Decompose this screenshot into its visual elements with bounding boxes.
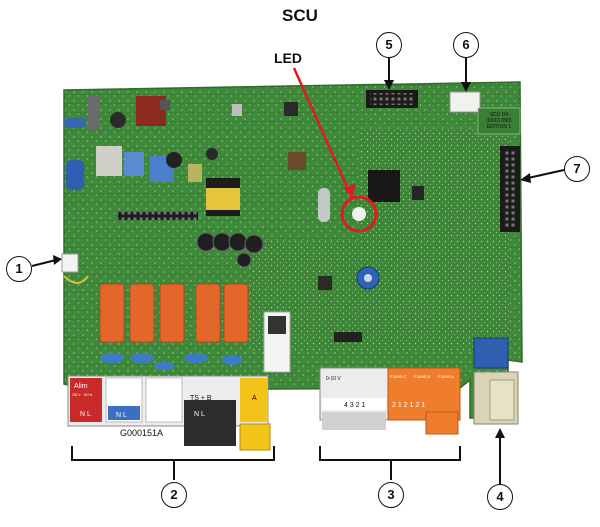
- board-tag-line-1: SCU D4: [489, 112, 509, 118]
- term-samb-digits: 2 1 2 1 2 1: [392, 402, 425, 409]
- callout-4: 4: [487, 484, 513, 510]
- arrow-7: [520, 169, 565, 183]
- board-tag-line-3: EDITION 1: [486, 124, 512, 130]
- electrolytic-cap-a: [166, 152, 182, 168]
- term-ts-b: TS + B: [190, 395, 212, 402]
- transformer-white: [96, 146, 122, 176]
- part-code: G000151A: [120, 428, 164, 438]
- terminal-strip-sensors: [319, 367, 461, 435]
- battery-holder: [318, 188, 330, 222]
- crystal-top: [232, 104, 242, 116]
- term-rail-b: N L: [116, 412, 127, 419]
- transformer-core: [206, 178, 240, 188]
- transformer-yellow: [206, 186, 240, 212]
- connector-7-pins: [503, 150, 517, 228]
- electrolytic-cap-b: [206, 148, 218, 160]
- callout-6: 6: [453, 32, 479, 58]
- ground-wire: [63, 275, 89, 284]
- board-tag-box: [477, 107, 521, 135]
- inductor-coil: [110, 112, 126, 128]
- arrow-4: [495, 428, 505, 484]
- header-strip: [118, 212, 198, 220]
- blue-capacitor-top: [64, 118, 86, 128]
- bracket-3: [319, 446, 461, 480]
- qr-code: [268, 316, 286, 334]
- terminal-strip-mains: [67, 375, 271, 451]
- led-highlight-ring: [340, 195, 378, 233]
- transformer-core-bottom: [206, 210, 240, 216]
- blue-filter: [473, 337, 509, 369]
- connector-1: [61, 253, 79, 273]
- arrow-1: [31, 255, 62, 267]
- chip-small-top: [284, 102, 298, 116]
- arrow-5: [384, 58, 394, 90]
- led-pointer-head: [343, 184, 356, 198]
- resistor-block: [88, 96, 100, 130]
- term-sensor-voltage: 0-10 V: [326, 376, 341, 382]
- rj-module-face: [489, 379, 515, 421]
- term-sensor-digits: 4 3 2 1: [344, 402, 366, 409]
- board-tag-line-2: 300017865: [486, 118, 512, 124]
- led-pointer-line: [292, 67, 354, 199]
- callout-2: 2: [161, 482, 187, 508]
- chip-lower-b: [334, 332, 362, 342]
- yellow-capacitor: [188, 164, 202, 182]
- term-rail-d: A: [252, 395, 257, 402]
- term-alim-label: Alim: [74, 383, 88, 390]
- connector-6: [449, 91, 481, 113]
- pcb-dense-area: [360, 130, 510, 350]
- y-capacitors: [100, 353, 242, 370]
- diagram-title: SCU: [282, 6, 318, 25]
- chip-square: [160, 100, 170, 110]
- blue-capacitor-a: [66, 160, 84, 190]
- callout-5: 5: [376, 32, 402, 58]
- term-rail-a: N L: [80, 411, 91, 418]
- cap-top-mark: [364, 274, 372, 282]
- microcontroller: [368, 170, 400, 202]
- blue-capacitor-b: [124, 152, 144, 176]
- chip-lower: [318, 276, 332, 290]
- callout-1: 1: [6, 256, 32, 282]
- term-samb-b: S AMB B: [414, 374, 430, 379]
- callout-7: 7: [564, 156, 590, 182]
- led-indicator: [352, 207, 366, 221]
- led-label: LED: [274, 50, 302, 66]
- chip-brown: [288, 152, 306, 170]
- term-samb-c: S AMB C: [390, 374, 406, 379]
- arrow-6: [461, 58, 471, 92]
- chip-mid: [412, 186, 424, 200]
- callout-3: 3: [378, 482, 404, 508]
- relay-bank: [99, 283, 249, 343]
- term-samb-a: S AMB A: [438, 374, 454, 379]
- term-rail-c: N L: [194, 411, 205, 418]
- bracket-2: [71, 446, 275, 480]
- term-alim-sub: 230 V ~ 50 Hz: [72, 393, 93, 397]
- capacitor-row: [196, 232, 264, 268]
- board-tag: SCU D4 300017865 EDITION 1: [480, 112, 518, 130]
- connector-5-pins: [370, 93, 414, 105]
